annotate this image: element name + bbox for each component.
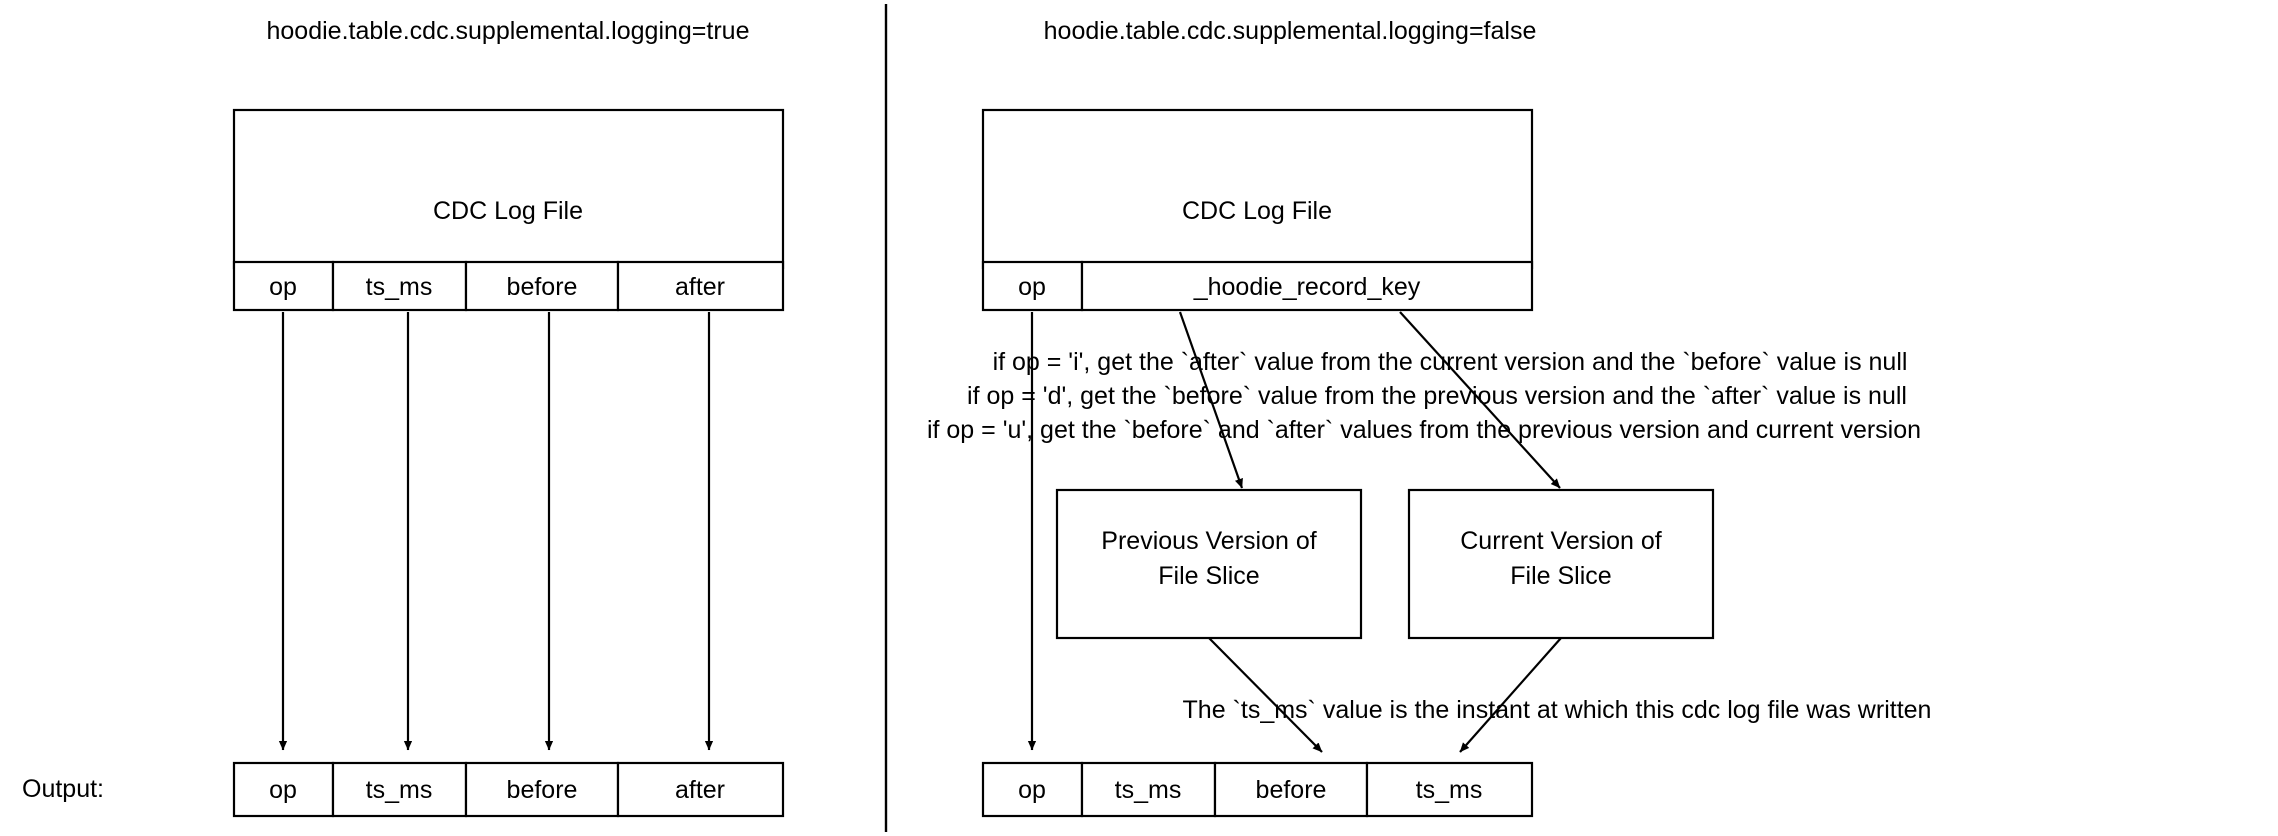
right-arrow-to-previous-version [1178,311,1244,489]
left-schema-row: op ts_ms before after [232,260,785,312]
right-condition-notes: if op = 'i', get the `after` value from … [927,348,1921,444]
right-arrow-to-current-version [1399,311,1561,489]
left-passthrough-arrows [278,312,714,751]
left-schema-label-ts-ms: ts_ms [366,273,433,301]
right-note-insert: if op = 'i', get the `after` value from … [993,348,1908,376]
left-output-label-after: after [675,776,725,804]
current-version-file-slice-box [1407,488,1715,640]
right-note-update: if op = 'u', get the `before` and `after… [927,416,1921,444]
previous-version-line-2: File Slice [1158,562,1259,590]
left-schema-label-before: before [507,273,578,301]
right-panel: hoodie.table.cdc.supplemental.logging=fa… [927,17,1932,818]
right-panel-title: hoodie.table.cdc.supplemental.logging=fa… [1044,17,1537,45]
right-schema-row: op _hoodie_record_key [981,260,1534,312]
current-version-line-2: File Slice [1510,562,1611,590]
left-output-cell-after [616,761,785,818]
left-output-label: Output: [22,775,104,803]
right-version-boxes: Previous Version of File Slice Current V… [1055,488,1715,640]
left-output-label-ts-ms: ts_ms [366,776,433,804]
right-schema-cell-op [981,260,1084,312]
right-output-row: op ts_ms before ts_ms [981,761,1534,818]
right-arrow-current-to-output [1459,637,1562,753]
right-output-label-op: op [1018,776,1046,804]
current-version-line-1: Current Version of [1460,527,1662,555]
left-output-label-before: before [507,776,578,804]
right-output-cell-before [1213,761,1369,818]
left-panel-title: hoodie.table.cdc.supplemental.logging=tr… [267,17,750,45]
left-schema-cell-after [616,260,785,312]
right-cdc-log-file-box [981,108,1534,270]
left-cdc-log-file-label: CDC Log File [433,197,583,225]
right-arrow-previous-to-output [1208,637,1323,753]
left-schema-cell-ts-ms [331,260,468,312]
left-output-row: op ts_ms before after [232,761,785,818]
right-output-label-ts-ms: ts_ms [1115,776,1182,804]
right-note-delete: if op = 'd', get the `before` value from… [967,382,1907,410]
right-schema-label-record-key: _hoodie_record_key [1193,273,1421,301]
right-output-cell-op [981,761,1084,818]
right-output-label-before: before [1256,776,1327,804]
right-output-cell-ts-ms [1080,761,1217,818]
previous-version-line-1: Previous Version of [1101,527,1316,555]
left-panel: hoodie.table.cdc.supplemental.logging=tr… [22,17,785,818]
left-schema-label-after: after [675,273,725,301]
left-output-label-op: op [269,776,297,804]
right-schema-cell-record-key [1080,260,1534,312]
right-schema-label-op: op [1018,273,1046,301]
right-output-label-ts-ms-2: ts_ms [1416,776,1483,804]
left-schema-label-op: op [269,273,297,301]
right-note-ts-ms: The `ts_ms` value is the instant at whic… [1183,696,1932,724]
left-cdc-log-file-box [232,108,785,270]
left-output-cell-before [464,761,620,818]
left-output-cell-op [232,761,335,818]
right-cdc-log-file-label: CDC Log File [1182,197,1332,225]
right-output-cell-ts-ms-2 [1365,761,1534,818]
left-schema-cell-before [464,260,620,312]
previous-version-file-slice-box [1055,488,1363,640]
